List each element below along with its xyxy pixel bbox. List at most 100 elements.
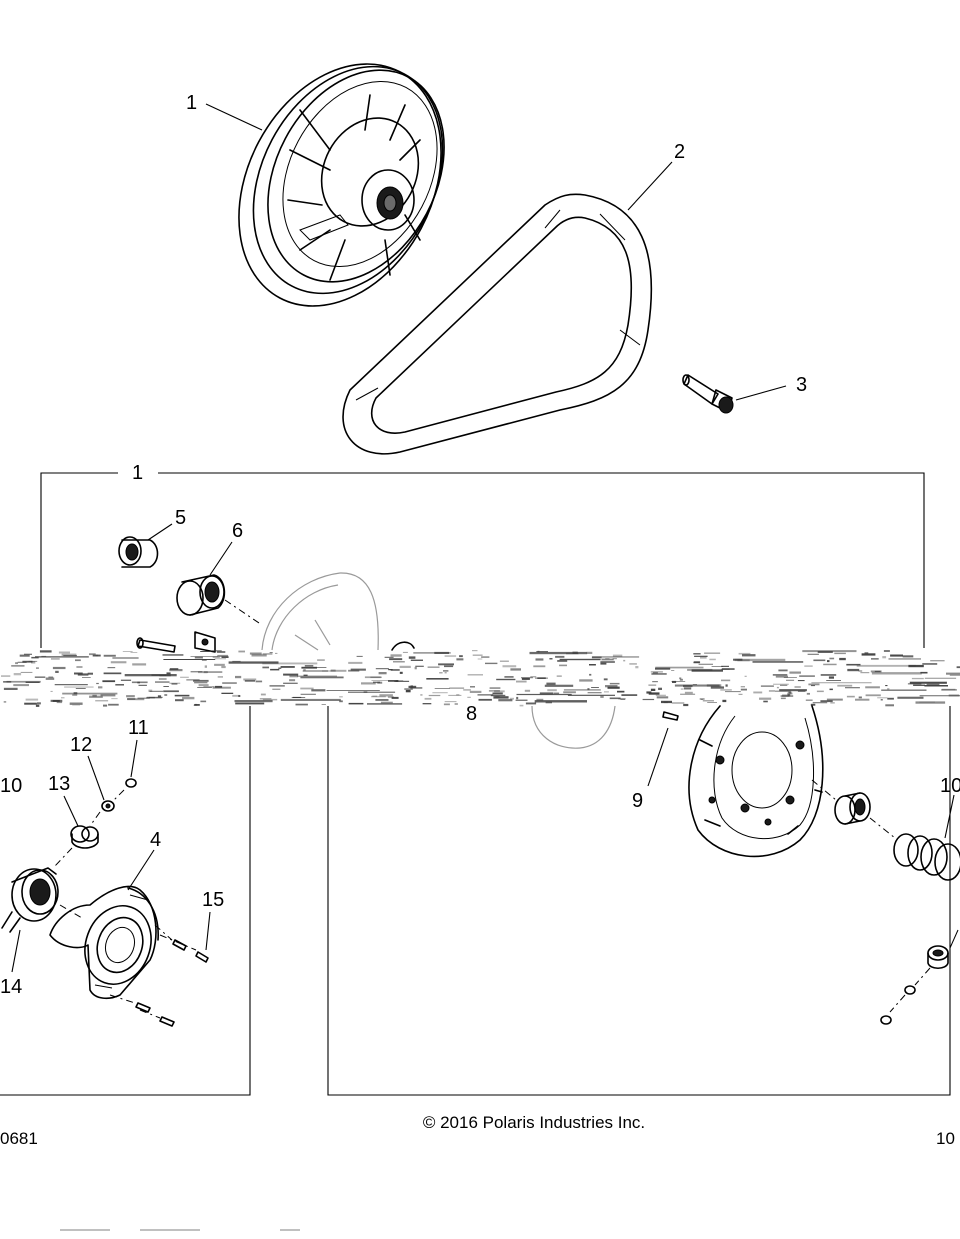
noise-speck (671, 702, 685, 704)
noise-speck (612, 654, 623, 657)
noise-speck (494, 690, 505, 693)
noise-speck (158, 678, 167, 680)
noise-speck (76, 666, 83, 668)
noise-speck (190, 671, 203, 673)
noise-speck (509, 697, 514, 700)
noise-speck (856, 664, 916, 667)
noise-speck (470, 686, 475, 688)
noise-speck (772, 674, 788, 676)
noise-speck (62, 692, 118, 695)
exploded-view-frame (40, 472, 925, 648)
noise-speck (164, 694, 168, 696)
noise-speck (609, 697, 621, 700)
noise-speck (642, 698, 655, 701)
noise-speck (182, 696, 195, 700)
noise-speck (395, 680, 399, 682)
noise-speck (536, 651, 548, 653)
noise-speck (131, 681, 148, 684)
noise-speck (722, 699, 727, 703)
noise-speck (684, 691, 693, 694)
noise-speck (6, 680, 41, 683)
noise-speck (301, 666, 317, 669)
noise-speck (946, 672, 960, 675)
noise-speck (591, 656, 602, 659)
noise-speck (350, 668, 366, 671)
noise-speck (72, 704, 80, 706)
noise-speck (427, 666, 440, 668)
noise-speck (922, 663, 938, 665)
figure-code-left: 0681 (0, 1129, 38, 1148)
noise-speck (700, 656, 707, 659)
spring-part-10 (893, 833, 960, 881)
noise-speck (897, 696, 924, 699)
noise-speck (244, 680, 255, 682)
noise-speck (559, 664, 567, 667)
noise-speck (890, 654, 903, 657)
noise-speck (448, 694, 462, 696)
noise-speck (297, 675, 337, 677)
noise-speck (146, 696, 163, 698)
noise-speck (235, 702, 265, 705)
noise-speck (680, 688, 684, 690)
washer-part-12 (101, 800, 115, 812)
noise-speck (607, 686, 620, 689)
noise-speck (103, 672, 122, 675)
noise-speck (280, 698, 341, 701)
noise-speck (467, 674, 483, 676)
noise-speck (15, 662, 18, 665)
noise-speck (107, 667, 116, 669)
noise-speck (439, 672, 443, 674)
noise-speck (52, 666, 66, 670)
noise-speck (375, 699, 389, 701)
noise-speck (679, 678, 683, 681)
callout-14: 14 (0, 976, 22, 998)
noise-speck (600, 660, 615, 663)
noise-speck (495, 696, 500, 698)
noise-speck (348, 691, 396, 693)
noise-speck (456, 658, 464, 661)
noise-speck (361, 682, 376, 685)
noise-speck (817, 651, 833, 653)
noise-speck (127, 698, 136, 701)
noise-speck (680, 693, 696, 695)
noise-speck (753, 691, 763, 694)
noise-speck (222, 682, 237, 684)
cover-part-4 (49, 885, 159, 1000)
noise-speck (410, 687, 423, 689)
noise-speck (13, 684, 29, 687)
noise-speck (490, 694, 506, 697)
noise-speck (193, 704, 198, 706)
noise-speck (779, 689, 807, 692)
noise-speck (797, 690, 806, 692)
noise-speck (356, 655, 363, 657)
callout-5: 5 (175, 507, 186, 529)
noise-speck (163, 686, 169, 687)
noise-speck (885, 704, 894, 707)
noise-speck (408, 656, 416, 659)
noise-speck (393, 661, 405, 663)
noise-speck (834, 652, 846, 655)
noise-speck (1, 675, 11, 677)
noise-speck (432, 692, 448, 694)
noise-speck (493, 696, 509, 699)
noise-speck (35, 704, 40, 707)
noise-speck (317, 659, 325, 661)
noise-speck (186, 679, 200, 681)
noise-speck (794, 686, 801, 688)
noise-speck (553, 692, 560, 694)
noise-speck (3, 687, 18, 690)
noise-speck (924, 677, 957, 679)
noise-speck (251, 654, 267, 657)
noise-speck (502, 665, 517, 668)
noise-speck (283, 673, 299, 676)
noise-speck (535, 658, 544, 661)
noise-speck (194, 656, 203, 659)
noise-speck (72, 694, 78, 696)
driven-clutch-assembly (238, 63, 445, 307)
noise-speck (740, 686, 745, 688)
noise-speck (449, 687, 465, 689)
noise-speck (603, 678, 608, 681)
noise-speck (515, 699, 528, 701)
noise-speck (137, 697, 150, 699)
